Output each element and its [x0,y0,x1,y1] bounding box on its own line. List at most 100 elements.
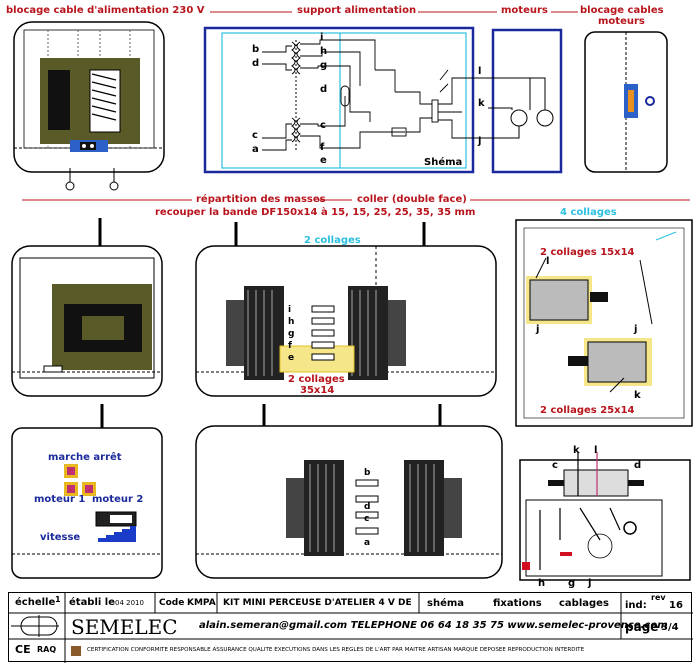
label-2-collages-15x14: 2 collages 15x14 [540,247,635,258]
label-35x14: 35x14 [300,385,335,396]
schema-letter-d: d [252,58,260,69]
schema-letter-i: i [320,32,324,43]
schema-frame [203,26,475,174]
schema-letter-l: l [478,66,482,77]
pcb-letter-h: h [538,578,546,589]
enclosure-bottom-left [11,404,163,579]
ind-label: ind: [625,600,647,611]
tab-cablages: cablages [559,598,609,609]
vitesse-steps [98,526,136,542]
pcb-letter-j: j [588,578,592,589]
schema-letter-e: e [320,155,327,166]
label-2-collages-top: 2 collages [304,235,361,246]
heading-support-alimentation: support alimentation [297,5,417,16]
motor-symbols [488,77,554,139]
echelle-value: 1 [55,595,61,604]
pcb-board [519,459,691,581]
rev-label: rev [651,593,666,602]
pcb-letter-c: c [552,460,558,471]
motor-letter-k: k [634,390,641,401]
schema-letter-h: h [320,46,328,57]
tab-schema: shéma [427,598,465,609]
transformer-stack-bottom [286,460,462,556]
coil-letter-c: c [364,514,370,524]
coil-letter-e: e [288,353,295,363]
transformer-stack-right [348,286,406,380]
enclosure-right-motors [515,219,693,427]
label-moteur-1: moteur 1 [34,494,86,505]
heading-blocage-cables: blocage cables [580,5,664,16]
pcb-letter-k: k [573,445,580,456]
switch-moteurs [64,482,96,496]
pcb-letter-d: d [634,460,642,471]
semelec-logo-icon [71,646,81,656]
schema-letter-j: j [478,136,482,147]
motor-letter-j: j [536,324,540,335]
diode-row [311,305,335,361]
coil-letter-h: h [288,317,295,327]
label-2-collages-bottom: 2 collages [288,374,345,385]
label-4-collages: 4 collages [560,207,617,218]
schema-label: Shéma [424,157,463,168]
coil-letter-f: f [288,341,292,351]
tab-fixations: fixations [493,598,542,609]
transformer-stack-left [226,286,284,380]
motor-1 [526,276,608,324]
pcb-traces [539,507,637,570]
technical-drawing [11,11,693,581]
screw-bottom-left [65,168,119,191]
moteurs-frame [491,28,563,174]
coil-letter-i: i [288,305,292,315]
heading-moteurs: moteurs [501,5,548,16]
switch-marche-arret [64,464,78,478]
pcb-letter-g: g [568,578,576,589]
motor-2 [568,338,652,386]
title-block: échelle 1 établi le 04 2010 Code KMPA KI… [8,592,693,663]
heading-blocage-alimentation: blocage cable d'alimentation 230 V [6,5,205,16]
etabli-label: établi le [69,597,116,608]
schema-letter-g: g [320,60,328,71]
heading-recouper-bande: recouper la bande DF150x14 à 15, 15, 25,… [155,207,476,218]
schema-letter-c: c [252,130,258,141]
rev-value: 16 [669,600,683,611]
diode-row-bottom [355,479,379,535]
schema-letter-a: a [252,144,259,155]
header-separators [22,11,690,201]
pcb-letter-l: l [594,445,598,456]
contact-info: alain.semeran@gmail.com TELEPHONE 06 64 … [199,620,668,631]
motor-letter-l: l [546,256,550,267]
transformer-coils [291,40,301,150]
heading-blocage-cables-2: moteurs [598,16,645,27]
title-block-grid [9,593,693,663]
kit-title: KIT MINI PERCEUSE D'ATELIER 4 V DE [223,598,412,608]
heading-repartition-masses: répartition des masses [196,194,326,205]
motor-letter-j2: j [634,324,638,335]
label-vitesse: vitesse [40,532,81,543]
label-2-collages-25x14: 2 collages 25x14 [540,405,635,416]
coil-letter-g: g [288,329,295,339]
schema-letter-b: b [252,44,260,55]
page-value: 3/4 [661,622,679,633]
code-value: KMPA [187,598,216,608]
heading-coller-double-face: coller (double face) [357,194,467,205]
coil-letter-b: b [364,468,371,478]
schema-letter-d2: d [320,84,328,95]
label-moteur-2: moteur 2 [92,494,144,505]
schema-letter-c2: c [320,120,326,131]
certification-text: CERTIFICATION CONFORMITE RESPONSABLE ASS… [87,647,585,653]
company-name: SEMELEC [71,615,178,639]
etabli-value: 04 2010 [115,599,144,607]
echelle-label: échelle [15,597,56,608]
code-label: Code [159,598,185,608]
label-marche-arret: marche arrêt [48,452,122,463]
schema-wires [262,39,488,151]
page-label: page [625,620,659,634]
motor-arrows [535,231,677,393]
enclosure-middle-left [11,218,163,397]
raq-label: RAQ [37,645,57,654]
coil-letter-a: a [364,538,371,548]
schema-letter-f: f [320,142,325,153]
enclosure-bottom-center [195,404,503,579]
ce-mark: CE [15,643,31,656]
coil-letter-d: d [364,502,371,512]
